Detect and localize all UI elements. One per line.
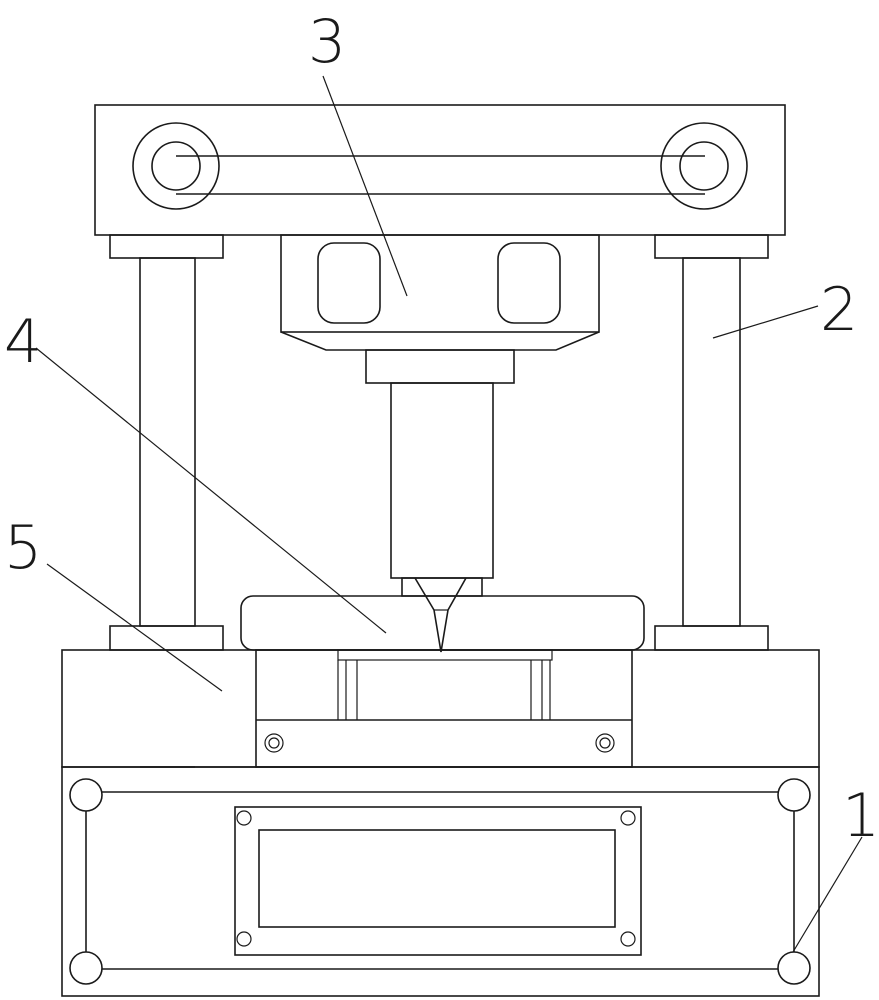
leader-lines <box>35 75 863 953</box>
label-die: 4 <box>4 307 42 377</box>
worktable <box>61 649 820 768</box>
top-beam <box>94 104 786 236</box>
label-press-head: 3 <box>308 7 346 77</box>
label-base: 1 <box>842 781 879 851</box>
press-head <box>280 234 600 653</box>
right-guide-column <box>654 234 769 651</box>
left-guide-column <box>109 234 224 651</box>
base <box>61 766 820 997</box>
label-worktable: 5 <box>4 513 42 583</box>
label-guide-column: 2 <box>820 275 858 345</box>
